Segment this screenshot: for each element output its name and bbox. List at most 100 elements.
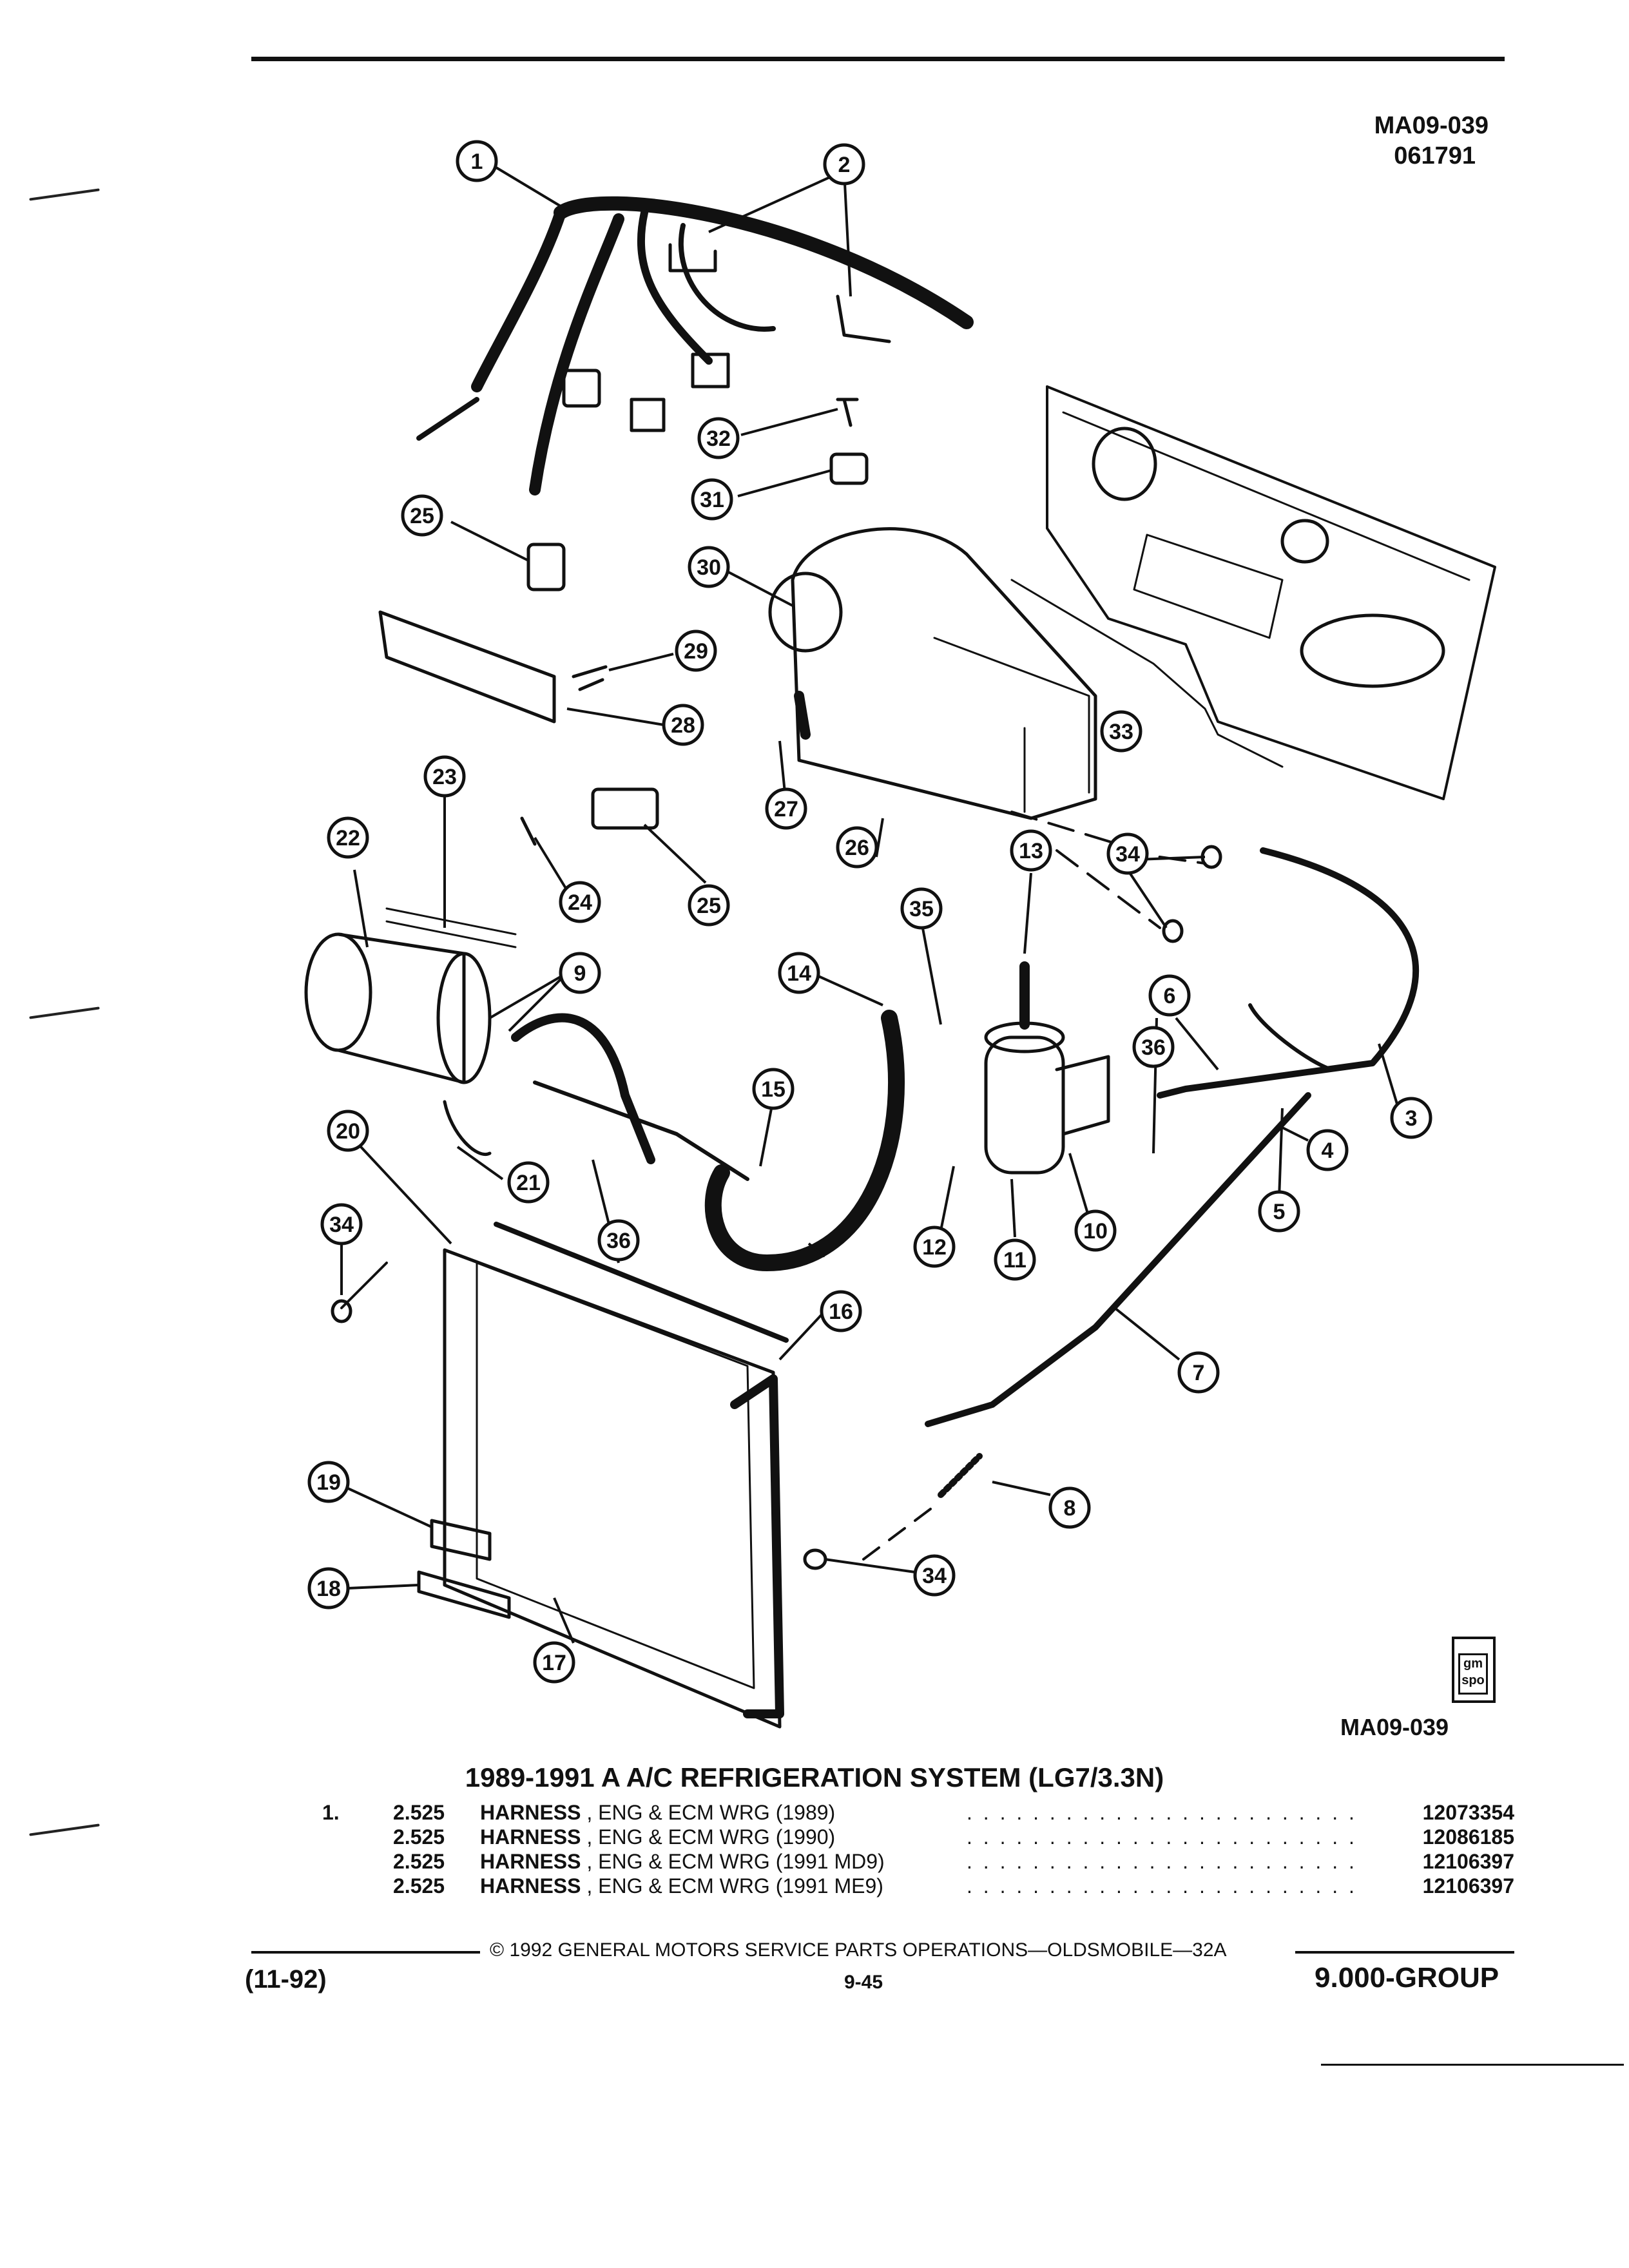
callout-33 bbox=[1100, 710, 1142, 753]
parts-row: 1. 2.525 HARNESS , ENG & ECM WRG (1989) … bbox=[322, 1801, 1514, 1825]
callout-label: 28 bbox=[671, 713, 695, 738]
footer-rule-right bbox=[1295, 1951, 1514, 1954]
callout-27 bbox=[765, 787, 807, 830]
line-7 bbox=[925, 1092, 1311, 1427]
callout-label: 18 bbox=[316, 1577, 341, 1601]
line-20-21 bbox=[511, 1013, 655, 1164]
copyright-line: © 1992 GENERAL MOTORS SERVICE PARTS OPER… bbox=[490, 1939, 1227, 1961]
callout-label: 25 bbox=[697, 894, 721, 918]
part-name: HARNESS , ENG & ECM WRG (1989) bbox=[480, 1801, 836, 1824]
callout-label: 24 bbox=[568, 890, 592, 915]
callout-label: 20 bbox=[336, 1119, 360, 1144]
bolt-32 bbox=[836, 398, 859, 427]
hose-14 bbox=[704, 1010, 905, 1271]
callout-25a bbox=[688, 884, 730, 927]
callout-label: 11 bbox=[1003, 1248, 1027, 1273]
parts-row: 2.525 HARNESS , ENG & ECM WRG (1991 MD9)… bbox=[322, 1850, 1514, 1874]
accumulator bbox=[984, 961, 1110, 1175]
callout-30 bbox=[688, 546, 730, 588]
callout-25b bbox=[401, 494, 443, 537]
callout-35 bbox=[900, 887, 943, 930]
callout-11 bbox=[994, 1238, 1036, 1281]
callout-9 bbox=[559, 952, 601, 994]
footer-rule-left bbox=[251, 1951, 480, 1954]
callout-label: 36 bbox=[1141, 1035, 1166, 1060]
callout-22 bbox=[327, 816, 369, 859]
module-25-lower bbox=[591, 787, 659, 830]
callout-label: 31 bbox=[700, 488, 724, 512]
revision-date: (11-92) bbox=[245, 1965, 327, 1994]
line-3 bbox=[1157, 847, 1419, 1099]
callout-label: 16 bbox=[829, 1300, 853, 1324]
callout-label: 35 bbox=[909, 897, 934, 921]
o-ring-34 bbox=[1162, 919, 1184, 943]
part-name: HARNESS , ENG & ECM WRG (1990) bbox=[480, 1825, 836, 1849]
callout-label: 34 bbox=[329, 1213, 354, 1237]
part-number: 12106397 bbox=[1422, 1874, 1514, 1898]
callout-label: 34 bbox=[922, 1564, 947, 1588]
parts-list: 1. 2.525 HARNESS , ENG & ECM WRG (1989) … bbox=[322, 1801, 1514, 1899]
bracket-19 bbox=[430, 1519, 492, 1561]
callout-17 bbox=[533, 1641, 575, 1684]
leader-dots: . . . . . . . . . . . . . . . . . . . . … bbox=[967, 1850, 1366, 1873]
callout-13 bbox=[1010, 829, 1052, 872]
firewall-panel bbox=[1010, 385, 1496, 800]
callout-12 bbox=[913, 1225, 956, 1268]
callout-label: 27 bbox=[774, 797, 798, 822]
figure-id-header: MA09-039 bbox=[1374, 112, 1489, 139]
callout-18 bbox=[307, 1567, 350, 1610]
callout-26 bbox=[836, 826, 878, 869]
callout-label: 13 bbox=[1019, 839, 1043, 863]
callout-label: 12 bbox=[922, 1235, 947, 1260]
part-qty: 2.525 bbox=[393, 1801, 445, 1824]
callout-15 bbox=[752, 1068, 795, 1110]
callout-label: 32 bbox=[706, 427, 731, 451]
part-desc: , ENG & ECM WRG (1990) bbox=[586, 1825, 836, 1849]
parts-row: 2.525 HARNESS , ENG & ECM WRG (1991 ME9)… bbox=[322, 1874, 1514, 1899]
part-desc: , ENG & ECM WRG (1991 ME9) bbox=[586, 1874, 883, 1898]
group-label: 9.000-GROUP bbox=[1315, 1962, 1499, 1994]
callout-32 bbox=[697, 417, 740, 459]
part-number: 12106397 bbox=[1422, 1850, 1514, 1873]
callout-28 bbox=[662, 704, 704, 746]
binding-mark bbox=[29, 1823, 100, 1836]
part-desc: , ENG & ECM WRG (1989) bbox=[586, 1801, 836, 1824]
part-number: 12086185 bbox=[1422, 1825, 1514, 1849]
callout-label: 8 bbox=[1064, 1496, 1076, 1521]
callout-6 bbox=[1148, 974, 1191, 1017]
callout-label: 15 bbox=[761, 1077, 786, 1102]
section-title: 1989-1991 A A/C REFRIGERATION SYSTEM (LG… bbox=[465, 1762, 1164, 1792]
callout-label: 22 bbox=[336, 826, 360, 850]
callout-4 bbox=[1306, 1129, 1349, 1171]
callout-label: 7 bbox=[1193, 1361, 1205, 1385]
callout-label: 33 bbox=[1109, 720, 1133, 744]
callout-36a bbox=[1132, 1026, 1175, 1068]
part-number: 12073354 bbox=[1422, 1801, 1514, 1824]
callout-label: 19 bbox=[316, 1470, 341, 1495]
figure-id-bottom: MA09-039 bbox=[1340, 1714, 1449, 1740]
callout-label: 23 bbox=[432, 765, 457, 789]
screw-29 bbox=[572, 665, 608, 691]
callout-8 bbox=[1048, 1486, 1091, 1529]
callout-label: 2 bbox=[838, 153, 851, 177]
condenser bbox=[443, 1222, 789, 1729]
item-number: 1. bbox=[322, 1801, 340, 1824]
part-qty: 2.525 bbox=[393, 1850, 445, 1873]
callout-29 bbox=[675, 629, 717, 672]
callout-20 bbox=[327, 1110, 369, 1152]
date-code-header: 061791 bbox=[1394, 142, 1476, 169]
bottom-edge-rule bbox=[1321, 2064, 1624, 2066]
parts-row: 2.525 HARNESS , ENG & ECM WRG (1990) . .… bbox=[322, 1825, 1514, 1850]
drain-tube-27 bbox=[794, 691, 811, 740]
callout-label: 21 bbox=[516, 1171, 541, 1195]
callout-label: 26 bbox=[845, 836, 869, 860]
relay-bracket-28 bbox=[378, 610, 556, 724]
callout-label: 25 bbox=[410, 504, 434, 528]
callout-5 bbox=[1258, 1190, 1300, 1233]
orifice-tube-8 bbox=[938, 1453, 983, 1498]
harness-bracket bbox=[668, 243, 717, 273]
callout-label: 17 bbox=[542, 1651, 566, 1675]
part-desc: , ENG & ECM WRG (1991 MD9) bbox=[586, 1850, 885, 1873]
harness-bracket bbox=[836, 294, 891, 343]
callout-34c bbox=[320, 1203, 363, 1245]
